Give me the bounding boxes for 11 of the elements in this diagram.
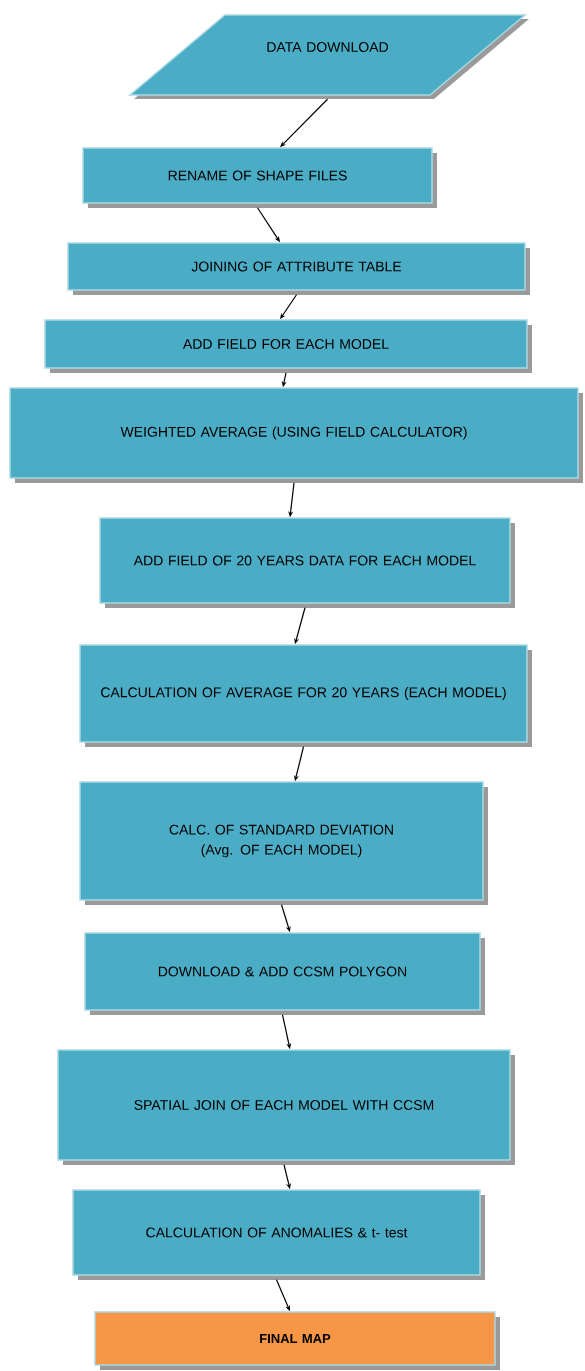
process-box: DOWNLOAD & ADD CCSM POLYGON (84, 932, 485, 1015)
process-box: CALCULATION OF ANOMALIES & t- test (72, 1189, 485, 1280)
process-box: ADD FIELD FOR EACH MODEL (44, 319, 532, 373)
process-box: CALC. OF STANDARD DEVIATION (Avg. OF EACH MODEL) (79, 781, 488, 905)
process-box: JOINING OF ATTRIBUTE TABLE (67, 242, 530, 295)
process-box: WEIGHTED AVERAGE (USING FIELD CALCULATOR) (9, 387, 583, 483)
process-box: CALCULATION OF AVERAGE FOR 20 YEARS (EACH MODEL) (79, 644, 532, 747)
process-box: RENAME OF SHAPE FILES (82, 147, 437, 208)
process-box: ADD FIELD OF 20 YEARS DATA FOR EACH MODEL (99, 517, 515, 608)
final-box: FINAL MAP (94, 1311, 500, 1370)
process-box: SPATIAL JOIN OF EACH MODEL WITH CCSM (57, 1049, 515, 1165)
